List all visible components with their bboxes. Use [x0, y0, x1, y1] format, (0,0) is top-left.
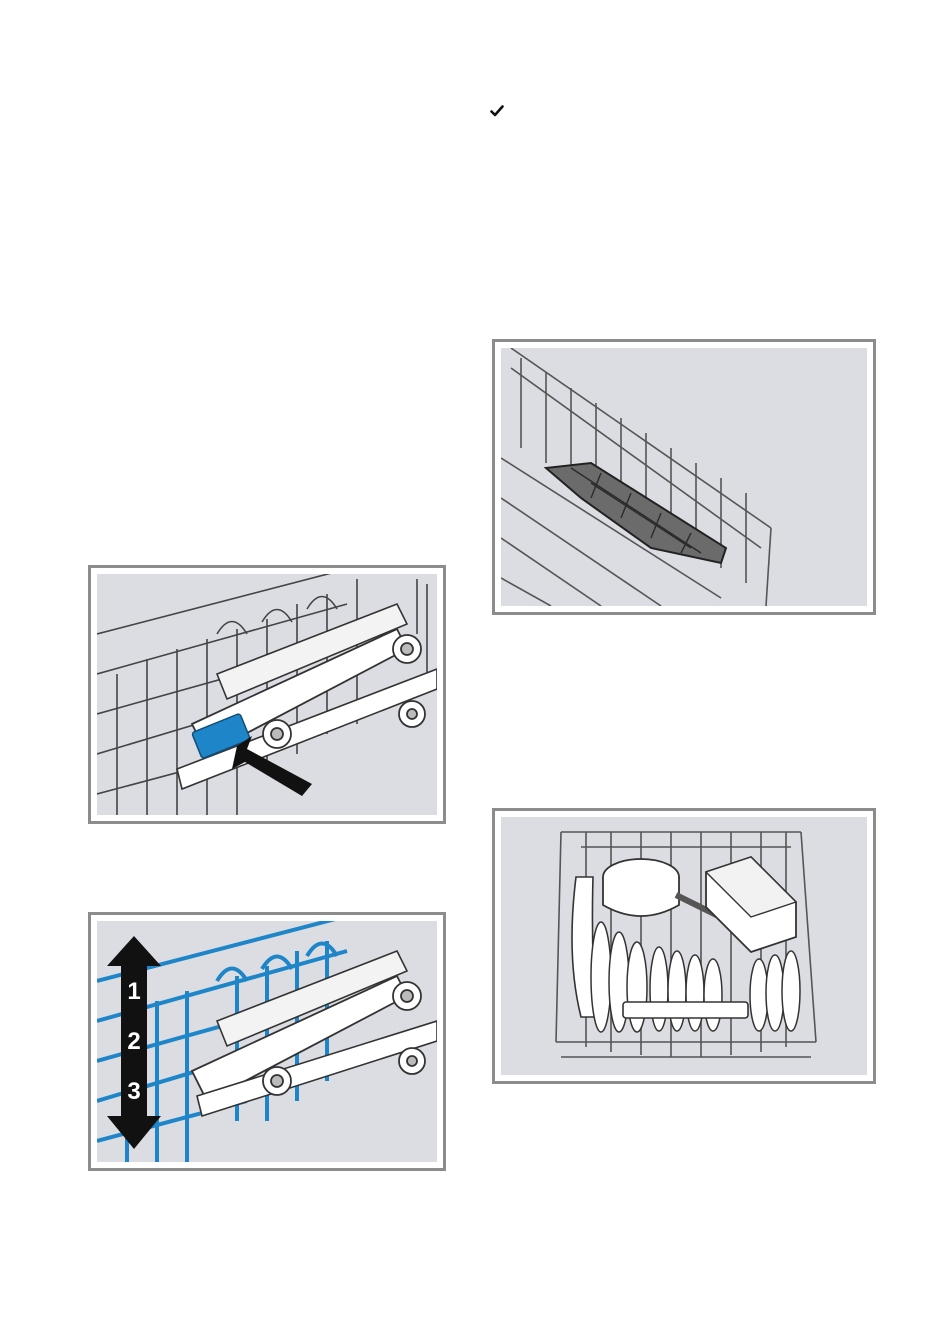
level-2-label: 2	[127, 1028, 140, 1055]
figure-cup-shelf-illustration	[501, 348, 867, 606]
figure-cup-shelf	[492, 339, 876, 615]
figure-rack-release-illustration	[97, 574, 437, 815]
checkmark-icon	[490, 104, 504, 118]
level-3-label: 3	[127, 1078, 140, 1105]
figure-rack-release	[88, 565, 446, 824]
figure-loaded-basket	[492, 808, 876, 1084]
level-1-label: 1	[127, 978, 140, 1005]
figure-rack-height: 1 2 3	[88, 912, 446, 1171]
figure-rack-height-illustration: 1 2 3	[97, 921, 437, 1162]
figure-loaded-basket-illustration	[501, 817, 867, 1075]
